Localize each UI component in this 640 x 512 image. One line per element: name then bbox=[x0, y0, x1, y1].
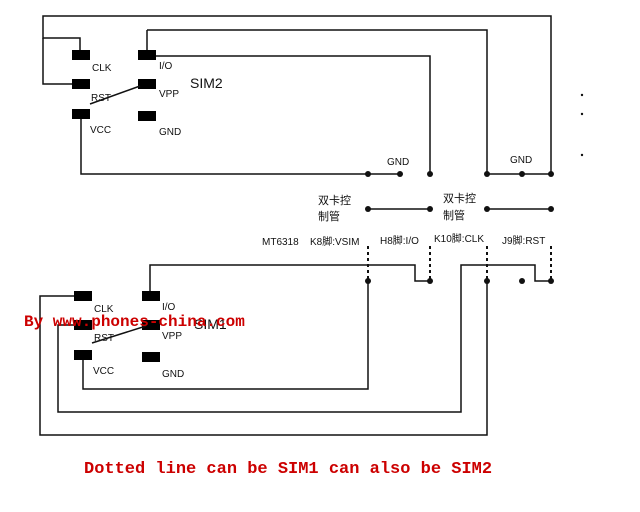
dotted-wires bbox=[367, 246, 552, 281]
sim2-rst-label: RST bbox=[91, 93, 111, 104]
dot bbox=[427, 278, 433, 284]
wires bbox=[39, 15, 552, 436]
sim1-io-pad bbox=[142, 291, 160, 301]
footer-note: Dotted line can be SIM1 can also be SIM2 bbox=[84, 460, 492, 479]
dot bbox=[365, 206, 371, 212]
dot bbox=[580, 112, 584, 116]
dot bbox=[519, 171, 525, 177]
watermark: By www.phones-china.com bbox=[24, 313, 245, 331]
dot bbox=[427, 171, 433, 177]
dot bbox=[484, 171, 490, 177]
sim2-vpp-label: VPP bbox=[159, 89, 179, 100]
sim1-vcc-pad bbox=[74, 350, 92, 360]
sim2-clk-pad bbox=[72, 50, 90, 60]
dot bbox=[365, 171, 371, 177]
wire-sim2-vcc bbox=[80, 119, 400, 175]
switch-right-label-2: 制管 bbox=[443, 208, 465, 222]
switch-left-label-2: 制管 bbox=[318, 209, 340, 223]
sim1-vpp-pad bbox=[142, 320, 160, 330]
wire-sim2-io bbox=[156, 55, 431, 174]
wire-sim1-io bbox=[149, 264, 430, 291]
dot bbox=[484, 206, 490, 212]
pin-h8: H8脚:I/O bbox=[380, 234, 419, 247]
dot bbox=[365, 278, 371, 284]
sim1-title: SIM1 bbox=[194, 316, 227, 332]
sim1-vpp-label: VPP bbox=[162, 331, 182, 342]
sim1-gnd-label: GND bbox=[162, 369, 184, 380]
sim2-io-pad bbox=[138, 50, 156, 60]
sim2-vcc-pad bbox=[72, 109, 90, 119]
dot bbox=[548, 206, 554, 212]
sim2-rst-pad bbox=[72, 79, 90, 89]
wire-sim1-vcc bbox=[82, 281, 369, 390]
pin-k10: K10脚:CLK bbox=[434, 232, 484, 245]
dot bbox=[580, 93, 584, 97]
sim1-card: CLK RST VCC I/O VPP GND SIM1 bbox=[74, 291, 227, 380]
sim1-io-label: I/O bbox=[162, 302, 176, 313]
sim2-io-label: I/O bbox=[159, 61, 173, 72]
wire-sim1-rst bbox=[57, 264, 551, 413]
sim1-gnd-pad bbox=[142, 352, 160, 362]
wire-sim2-clk-long bbox=[147, 29, 488, 174]
dot bbox=[427, 206, 433, 212]
dot bbox=[548, 278, 554, 284]
sim1-clk-label: CLK bbox=[94, 304, 114, 315]
sim2-card: CLK RST VCC I/O VPP GND SIM2 bbox=[72, 50, 223, 138]
pin-k8: K8脚:VSIM bbox=[310, 235, 359, 248]
pin-mt6318: MT6318 bbox=[262, 237, 299, 248]
wire-sim1-clk bbox=[39, 281, 488, 436]
junction-dots bbox=[365, 93, 584, 284]
sim2-vcc-label: VCC bbox=[90, 125, 111, 136]
sim1-rst-pad bbox=[74, 320, 92, 330]
switch-right-label-1: 双卡控 bbox=[443, 191, 476, 205]
sim2-vpp-pad bbox=[138, 79, 156, 89]
pin-j9: J9脚:RST bbox=[502, 234, 545, 247]
sim2-gnd-label: GND bbox=[159, 127, 181, 138]
sim1-clk-pad bbox=[74, 291, 92, 301]
sim2-gnd-pad bbox=[138, 111, 156, 121]
wire-sim2-clk bbox=[42, 15, 552, 174]
sim2-title: SIM2 bbox=[190, 75, 223, 91]
wire-sim1-rst-diag bbox=[91, 325, 147, 344]
dot bbox=[397, 171, 403, 177]
wire-sim2-rst-diag bbox=[89, 85, 141, 105]
sim1-vcc-label: VCC bbox=[93, 366, 114, 377]
dot bbox=[519, 278, 525, 284]
gnd-right-label: GND bbox=[510, 155, 532, 166]
wire-sim2-rst bbox=[42, 38, 72, 85]
dot bbox=[580, 153, 584, 157]
sim2-clk-label: CLK bbox=[92, 63, 112, 74]
dot bbox=[484, 278, 490, 284]
dot bbox=[548, 171, 554, 177]
switch-left-label-1: 双卡控 bbox=[318, 193, 351, 207]
gnd-left-label: GND bbox=[387, 157, 409, 168]
